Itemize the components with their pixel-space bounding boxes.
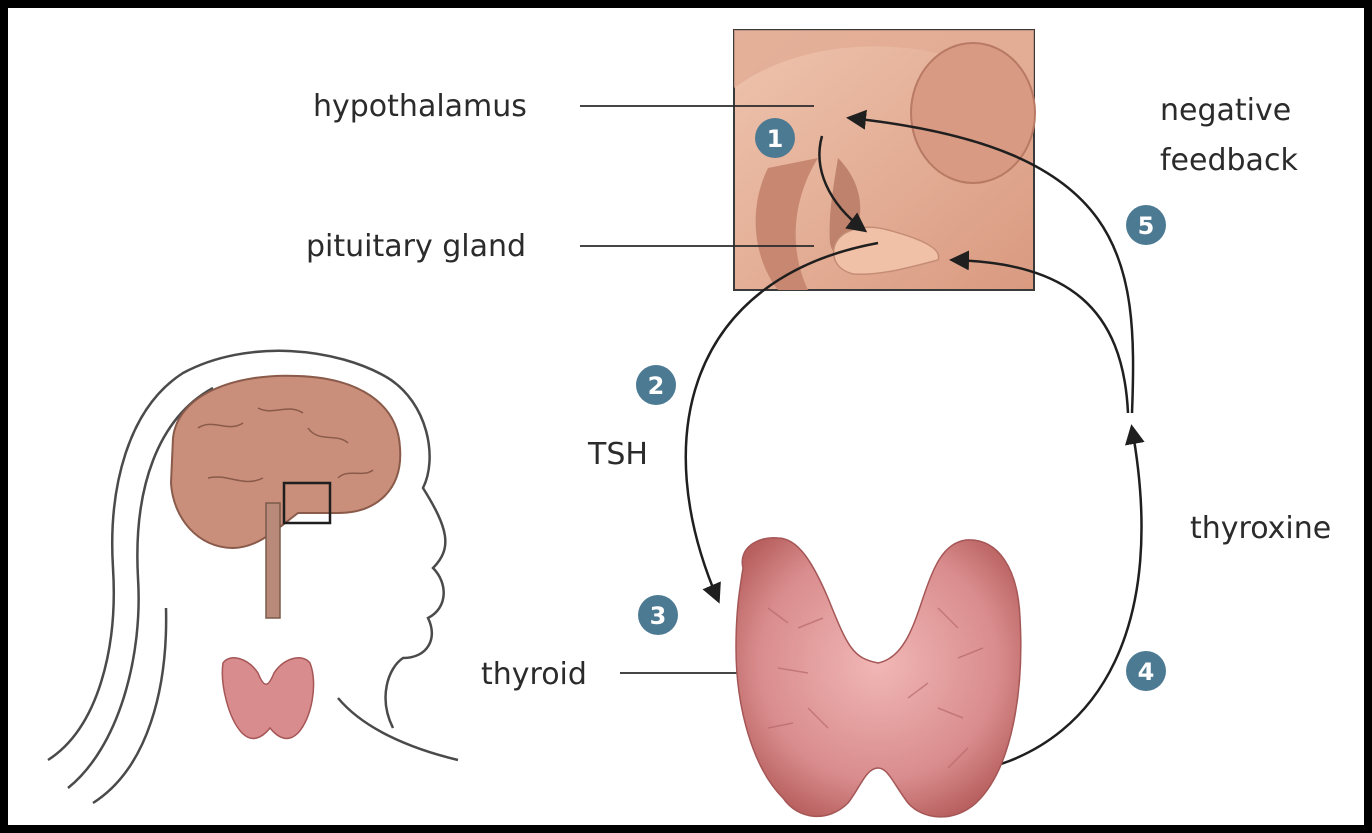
diagram-canvas: hypothalamus pituitary gland thyroid TSH…: [8, 8, 1364, 825]
label-thyroxine: thyroxine: [1190, 511, 1331, 546]
label-feedback: feedback: [1160, 143, 1298, 178]
step-badge-1: 1: [755, 118, 795, 158]
svg-text:2: 2: [648, 372, 665, 400]
step-badge-5: 5: [1126, 205, 1166, 245]
step-badge-4: 4: [1126, 651, 1166, 691]
step-badge-2: 2: [636, 365, 676, 405]
thyroid-feedback-diagram: hypothalamus pituitary gland thyroid TSH…: [8, 8, 1372, 833]
label-pituitary-gland: pituitary gland: [306, 229, 526, 264]
label-negative: negative: [1160, 93, 1291, 128]
step-badge-3: 3: [638, 595, 678, 635]
small-thyroid-illustration: [222, 658, 313, 739]
svg-text:3: 3: [650, 602, 667, 630]
label-thyroid: thyroid: [481, 657, 587, 692]
brain-inset: [734, 30, 1035, 290]
svg-text:1: 1: [767, 125, 784, 153]
svg-text:4: 4: [1138, 658, 1155, 686]
thyroid-gland-illustration: [736, 538, 1021, 817]
label-tsh: TSH: [587, 437, 648, 472]
brain-illustration: [171, 376, 400, 739]
svg-text:5: 5: [1138, 212, 1155, 240]
label-hypothalamus: hypothalamus: [313, 89, 527, 124]
